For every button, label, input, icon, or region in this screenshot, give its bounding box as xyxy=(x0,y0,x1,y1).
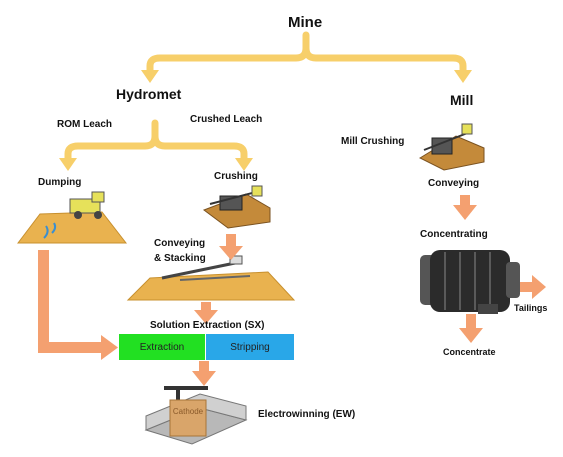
concentrate-label: Concentrate xyxy=(443,347,496,357)
ew-label: Electrowinning (EW) xyxy=(258,409,356,420)
mine-split-brace xyxy=(146,31,467,76)
arrow-heap-to-sx xyxy=(194,302,218,324)
brace-arrowhead-crushed xyxy=(235,158,253,171)
ew-tank-icon xyxy=(144,386,248,445)
extraction-box: Extraction xyxy=(119,334,205,360)
dumping-label: Dumping xyxy=(38,177,82,188)
cathode-label: Cathode xyxy=(172,406,204,416)
ball-mill-icon xyxy=(420,250,520,314)
arrow-mill-to-tailings xyxy=(520,275,546,299)
rom-leach-label: ROM Leach xyxy=(57,119,113,130)
conveying-stacking-label: Conveying & Stacking xyxy=(154,238,206,264)
stripping-box: Stripping xyxy=(206,334,294,360)
hydromet-label: Hydromet xyxy=(116,86,182,102)
brace-arrowhead-hydromet xyxy=(141,70,159,83)
crushing-plant-icon xyxy=(202,185,271,229)
crushed-leach-label: Crushed Leach xyxy=(190,114,263,125)
concentrating-label: Concentrating xyxy=(420,229,488,240)
arrow-dump-to-sx xyxy=(38,250,118,360)
mill-crushing-plant-icon xyxy=(418,123,485,171)
brace-arrowhead-rom xyxy=(59,158,77,171)
flow-arrows xyxy=(38,195,546,386)
mill-label: Mill xyxy=(450,92,474,108)
brace-arrowhead-mill xyxy=(454,70,472,83)
tailings-label: Tailings xyxy=(514,303,548,313)
crushing-label: Crushing xyxy=(214,171,258,182)
arrow-sx-to-ew xyxy=(192,361,216,386)
leach-heap-icon xyxy=(126,255,296,301)
arrow-conveying-to-concentrating xyxy=(453,195,477,220)
dump-heap-icon xyxy=(16,191,128,244)
hydromet-split-brace xyxy=(64,119,248,164)
arrow-crushing-to-conveying xyxy=(219,234,243,260)
arrow-mill-to-concentrate xyxy=(459,314,483,343)
mill-crushing-label: Mill Crushing xyxy=(341,136,405,147)
conveying-label: Conveying xyxy=(428,178,480,189)
sx-label: Solution Extraction (SX) xyxy=(150,320,265,331)
mine-label: Mine xyxy=(288,14,323,31)
